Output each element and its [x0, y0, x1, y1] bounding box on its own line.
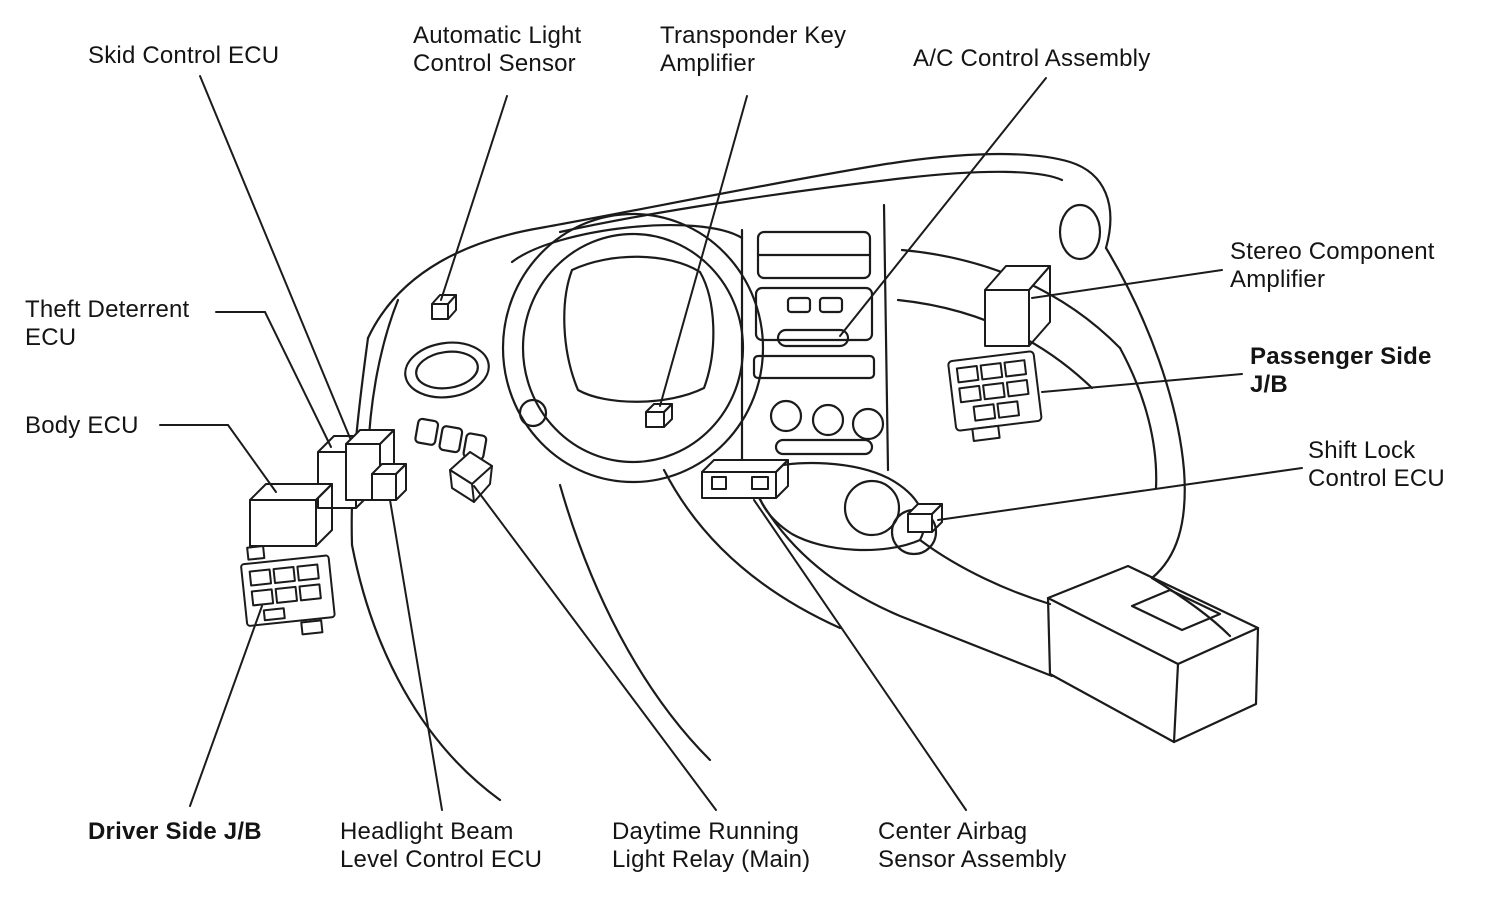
label-passenger-side-jb: Passenger Side J/B	[1250, 343, 1432, 399]
label-shift-lock-control-ecu: Shift Lock Control ECU	[1308, 437, 1445, 493]
passenger-side-jb-box	[947, 350, 1043, 442]
label-driver-side-jb: Driver Side J/B	[88, 818, 262, 845]
leader-lines	[159, 75, 1303, 811]
label-skid-control-ecu: Skid Control ECU	[88, 42, 280, 69]
driver-side-jb-box	[240, 545, 336, 636]
stereo-component-amplifier-box	[984, 265, 1051, 347]
dashboard-outline	[350, 152, 1260, 802]
headlight-beam-level-ecu-box	[371, 463, 407, 501]
leader-transponder-key-amplifier	[659, 95, 748, 407]
leader-stereo-component-amplifier	[1031, 269, 1223, 299]
shift-lock-control-ecu-box	[907, 503, 943, 533]
daytime-running-light-relay-box	[449, 451, 493, 503]
component-boxes	[240, 265, 1051, 636]
label-ac-control-assembly: A/C Control Assembly	[913, 45, 1151, 72]
leader-passenger-side-jb	[1041, 373, 1243, 393]
center-airbag-sensor-box	[701, 459, 789, 499]
leader-automatic-light-sensor	[440, 95, 508, 301]
leader-shift-lock-control-ecu	[937, 467, 1303, 521]
leader-theft-deterrent-ecu	[215, 311, 332, 448]
leader-center-airbag-sensor	[753, 499, 967, 811]
leader-skid-control-ecu	[199, 75, 351, 439]
label-transponder-key-amplifier: Transponder Key Amplifier	[660, 22, 847, 78]
label-body-ecu: Body ECU	[25, 412, 139, 439]
leader-driver-side-jb	[189, 605, 263, 807]
body-ecu-box	[249, 483, 333, 547]
transponder-key-amplifier-box	[645, 403, 673, 428]
leader-daytime-running-light-relay	[473, 485, 717, 811]
label-center-airbag-sensor-assembly: Center Airbag Sensor Assembly	[878, 818, 1067, 874]
leader-headlight-beam-level-ecu	[389, 499, 443, 811]
leader-body-ecu	[159, 424, 277, 493]
leader-ac-control-assembly	[839, 77, 1047, 337]
label-daytime-running-light-relay: Daytime Running Light Relay (Main)	[612, 818, 811, 874]
label-theft-deterrent-ecu: Theft Deterrent ECU	[25, 296, 190, 352]
label-stereo-component-amplifier: Stereo Component Amplifier	[1230, 238, 1435, 294]
label-headlight-beam-level-control-ecu: Headlight Beam Level Control ECU	[340, 818, 543, 874]
automatic-light-sensor-box	[431, 294, 457, 320]
label-automatic-light-control-sensor: Automatic Light Control Sensor	[413, 22, 582, 78]
